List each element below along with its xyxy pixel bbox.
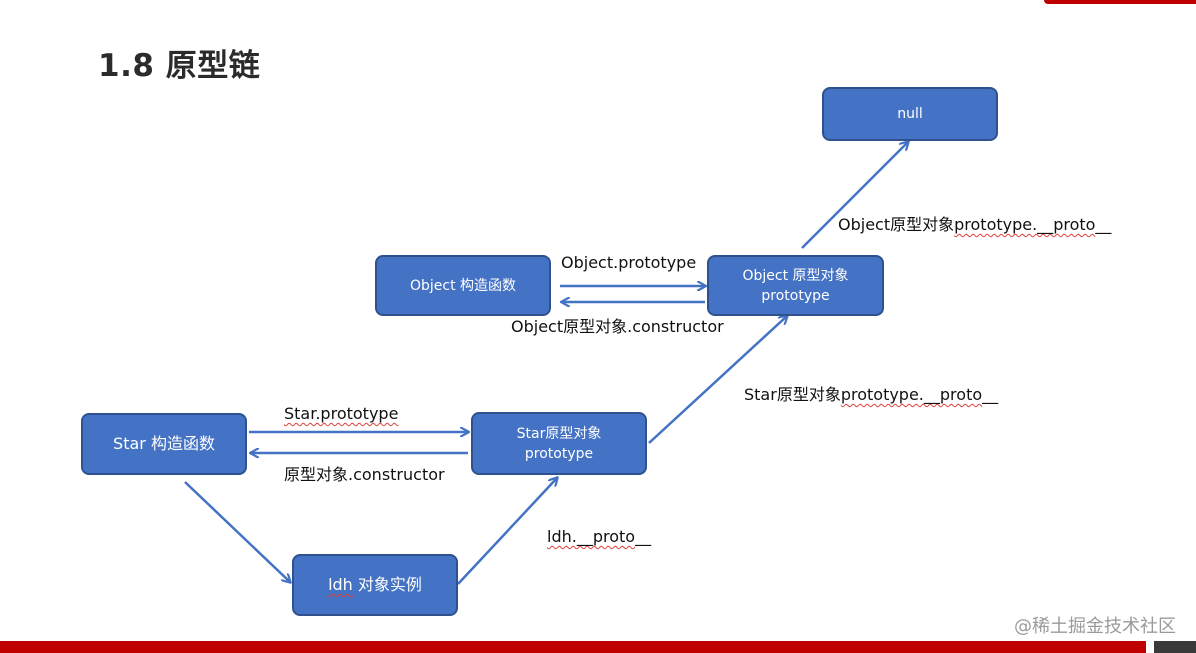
object-constructor-box: Object 构造函数 xyxy=(375,255,551,316)
ldh-instance-box: ldh 对象实例 xyxy=(292,554,458,616)
top-accent-bar xyxy=(1044,0,1196,4)
star-prototype-label-2: prototype xyxy=(524,445,594,462)
label-star-proto-to-object-proto: Star原型对象prototype.__proto__ xyxy=(744,381,998,405)
null-box-label: null xyxy=(897,106,923,122)
label-star-prototype-constructor: 原型对象.constructor xyxy=(284,465,445,484)
label-object-prototype-constructor: Object原型对象.constructor xyxy=(511,317,724,336)
arrow-ldh-proto xyxy=(457,478,557,585)
star-constructor-box: Star 构造函数 xyxy=(81,413,247,475)
ldh-rest: 对象实例 xyxy=(352,575,422,594)
label-object-proto-to-null: Object原型对象prototype.__proto__ xyxy=(838,211,1111,235)
label-object-proto-to-null-post: __ xyxy=(1095,215,1112,234)
label-star-proto-post: __ xyxy=(982,385,999,404)
star-prototype-label-1: Star原型对象 xyxy=(516,425,602,442)
label-ldh-proto: ldh.__proto__ xyxy=(547,527,651,546)
bottom-accent-bar xyxy=(0,641,1146,653)
object-constructor-label: Object 构造函数 xyxy=(409,277,517,294)
label-object-proto-to-null-pre: Object原型对象 xyxy=(838,215,955,234)
label-star-proto-pre: Star原型对象 xyxy=(744,385,841,404)
ldh-instance-label: ldh 对象实例 xyxy=(328,575,422,595)
ldh-word: ldh xyxy=(328,575,353,594)
label-ldh-proto-mid: ldh.__proto xyxy=(547,527,636,546)
label-ldh-proto-post: __ xyxy=(635,527,652,546)
null-box: null xyxy=(822,87,998,141)
bottom-dark-block xyxy=(1154,641,1196,653)
label-star-to-prototype-text: Star.prototype xyxy=(284,404,399,423)
arrow-star-to-ldh xyxy=(184,481,290,582)
object-prototype-box: Object 原型对象 prototype xyxy=(707,255,884,316)
slide-title: 1.8 原型链 xyxy=(98,48,261,84)
arrow-star-proto-to-object-proto xyxy=(648,316,787,444)
label-object-to-prototype: Object.prototype xyxy=(561,253,697,272)
object-prototype-label-1: Object 原型对象 xyxy=(742,267,849,284)
object-prototype-label-2: prototype xyxy=(761,287,830,304)
arrow-object-proto-to-null xyxy=(801,142,908,249)
label-star-proto-mid: prototype.__proto xyxy=(840,385,983,404)
watermark: @稀土掘金技术社区 xyxy=(1014,616,1176,637)
label-star-to-prototype: Star.prototype xyxy=(284,404,398,423)
star-constructor-label: Star 构造函数 xyxy=(113,434,215,453)
label-object-proto-to-null-mid: prototype.__proto xyxy=(954,215,1096,234)
star-prototype-box: Star原型对象 prototype xyxy=(471,412,647,475)
